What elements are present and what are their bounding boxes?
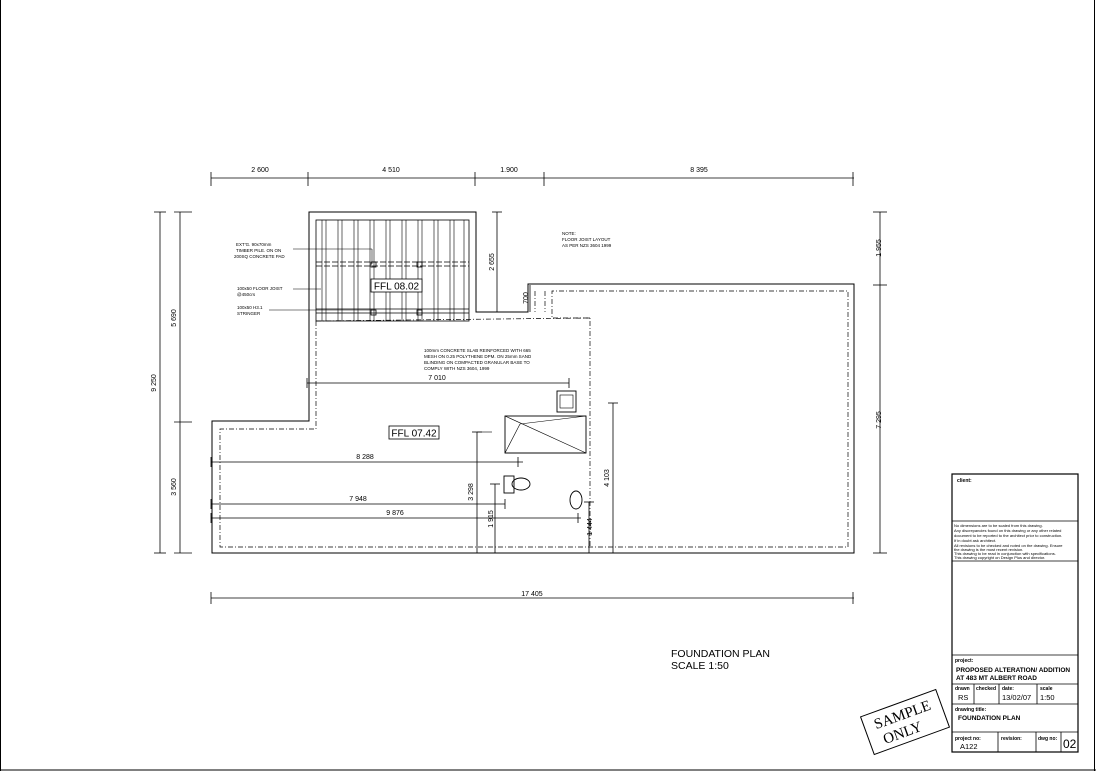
tb-disclaimer-3: document to be reported to the architect… — [954, 533, 1062, 538]
dim-7948: 7 948 — [349, 496, 367, 503]
note-general-3: AS PER NZS 3604 1999 — [562, 243, 612, 248]
timber-floor-area — [315, 219, 470, 322]
note-slab-3: BLINDING ON COMPACTED GRANULAR BASE TO — [424, 360, 530, 365]
tb-disclaimer-8: This drawing copyright on Design Plus an… — [954, 555, 1045, 560]
tb-dwg-no: 02 — [1063, 737, 1077, 751]
tb-disclaimer-5: All revisions to be checked and noted on… — [954, 543, 1063, 548]
dim-left-lower: 3 560 — [171, 478, 178, 496]
note-stringer-1: 100x50 H3.1 — [237, 305, 263, 310]
vanity — [556, 390, 577, 413]
ffl-upper-box — [370, 278, 423, 293]
dim-700: 700 — [523, 292, 530, 304]
tb-checked-label: checked — [976, 686, 996, 692]
bearers — [316, 261, 469, 314]
floor-joists — [321, 220, 465, 321]
dim-right-upper: 1 955 — [876, 239, 883, 257]
dim-2655: 2 655 — [489, 253, 496, 271]
note-joist-1: 100x50 FLOOR JOIST — [237, 286, 283, 291]
tb-project-line-1: PROPOSED ALTERATION/ ADDITION — [956, 667, 1070, 674]
dim-4103: 4 103 — [604, 469, 611, 487]
tb-drawing-title: FOUNDATION PLAN — [958, 715, 1021, 722]
dimension-lines — [154, 172, 887, 604]
tb-project-label: project: — [955, 658, 974, 664]
slab-inner-dashed — [315, 291, 591, 322]
ffl-lower-box — [388, 425, 440, 440]
note-general-1: NOTE: — [562, 231, 576, 236]
note-slab-1: 100mm CONCRETE SLAB REINFORCED WITH 665 — [424, 348, 531, 353]
tb-disclaimer-4: If in doubt ask architect. — [954, 538, 996, 543]
shower-diag-1 — [504, 415, 587, 454]
note-pile-1: EXT'G. 90x70mm — [236, 242, 272, 247]
dim-3298: 3 298 — [468, 483, 475, 501]
title-block — [951, 473, 1079, 753]
tb-date-label: date: — [1002, 686, 1014, 692]
shower-diag-2 — [504, 423, 521, 454]
tb-project-line-2: AT 483 MT ALBERT ROAD — [956, 675, 1037, 682]
tb-client-label: client: — [957, 478, 972, 484]
toilet-cistern — [503, 475, 515, 494]
toilet-bowl — [511, 477, 531, 491]
dim-top-2: 4 510 — [382, 167, 400, 174]
tb-scale: 1:50 — [1040, 693, 1055, 702]
note-slab-2: MESH ON 0.25 POLYTHENE DPM. ON 25mm SAND — [424, 354, 532, 359]
dim-1915: 1 915 — [488, 510, 495, 528]
dim-left-upper: 5 690 — [171, 309, 178, 327]
dim-1444: 1 444 — [587, 518, 594, 536]
note-pile-3: 200SQ CONCRETE PAD — [234, 254, 285, 259]
tb-disclaimer-6: the drawing is the most recent revision. — [954, 547, 1023, 552]
dim-left-total: 9 250 — [151, 374, 158, 392]
note-stringer-2: STRINGER — [237, 311, 261, 316]
note-general-2: FLOOR JOIST LAYOUT — [562, 237, 611, 242]
tb-drawn-label: drawn — [955, 686, 970, 692]
foundation-plan — [211, 211, 855, 554]
tb-scale-label: scale — [1040, 686, 1053, 692]
basin — [569, 490, 583, 510]
dim-7010: 7 010 — [428, 375, 446, 382]
note-joist-2: @450crs — [237, 292, 256, 297]
dim-9876: 9 876 — [386, 510, 404, 517]
tb-drawn: RS — [958, 693, 968, 702]
dim-top-1: 2 600 — [251, 167, 269, 174]
ffl-lower: FFL 07.42 — [391, 429, 437, 440]
building-outline — [211, 211, 855, 554]
dim-8288: 8 288 — [356, 454, 374, 461]
tb-disclaimer-2: Any discrepancies found on this drawing … — [954, 528, 1061, 533]
dim-right-lower: 7 295 — [876, 411, 883, 429]
slab-outline-dashed — [219, 290, 849, 548]
tb-project-no-label: project no: — [955, 736, 981, 742]
tb-revision-label: revision: — [1001, 736, 1022, 742]
tb-disclaimer-7: This drawing to be read in conjunction w… — [954, 551, 1056, 556]
dim-top-4: 8 395 — [690, 167, 708, 174]
note-slab-4: COMPLY WITH NZS 3604, 1999 — [424, 366, 490, 371]
tb-project-no: A122 — [960, 742, 978, 751]
plan-title: FOUNDATION PLAN — [671, 648, 770, 660]
ffl-upper: FFL 08.02 — [374, 282, 420, 293]
tb-date: 13/02/07 — [1002, 693, 1031, 702]
tb-disclaimer-1: No dimensions are to be scaled from this… — [954, 523, 1043, 528]
tb-drawing-title-label: drawing title: — [955, 707, 986, 713]
tb-dwg-no-label: dwg no: — [1038, 736, 1057, 742]
plan-scale: SCALE 1:50 — [671, 660, 729, 672]
sample-stamp: SAMPLE ONLY — [859, 688, 951, 756]
piles — [370, 261, 423, 316]
note-pile-2: TIMBER PILE. ON ON — [236, 248, 281, 253]
dim-top-3: 1.900 — [500, 167, 518, 174]
dim-bottom-total: 17 405 — [521, 591, 543, 598]
